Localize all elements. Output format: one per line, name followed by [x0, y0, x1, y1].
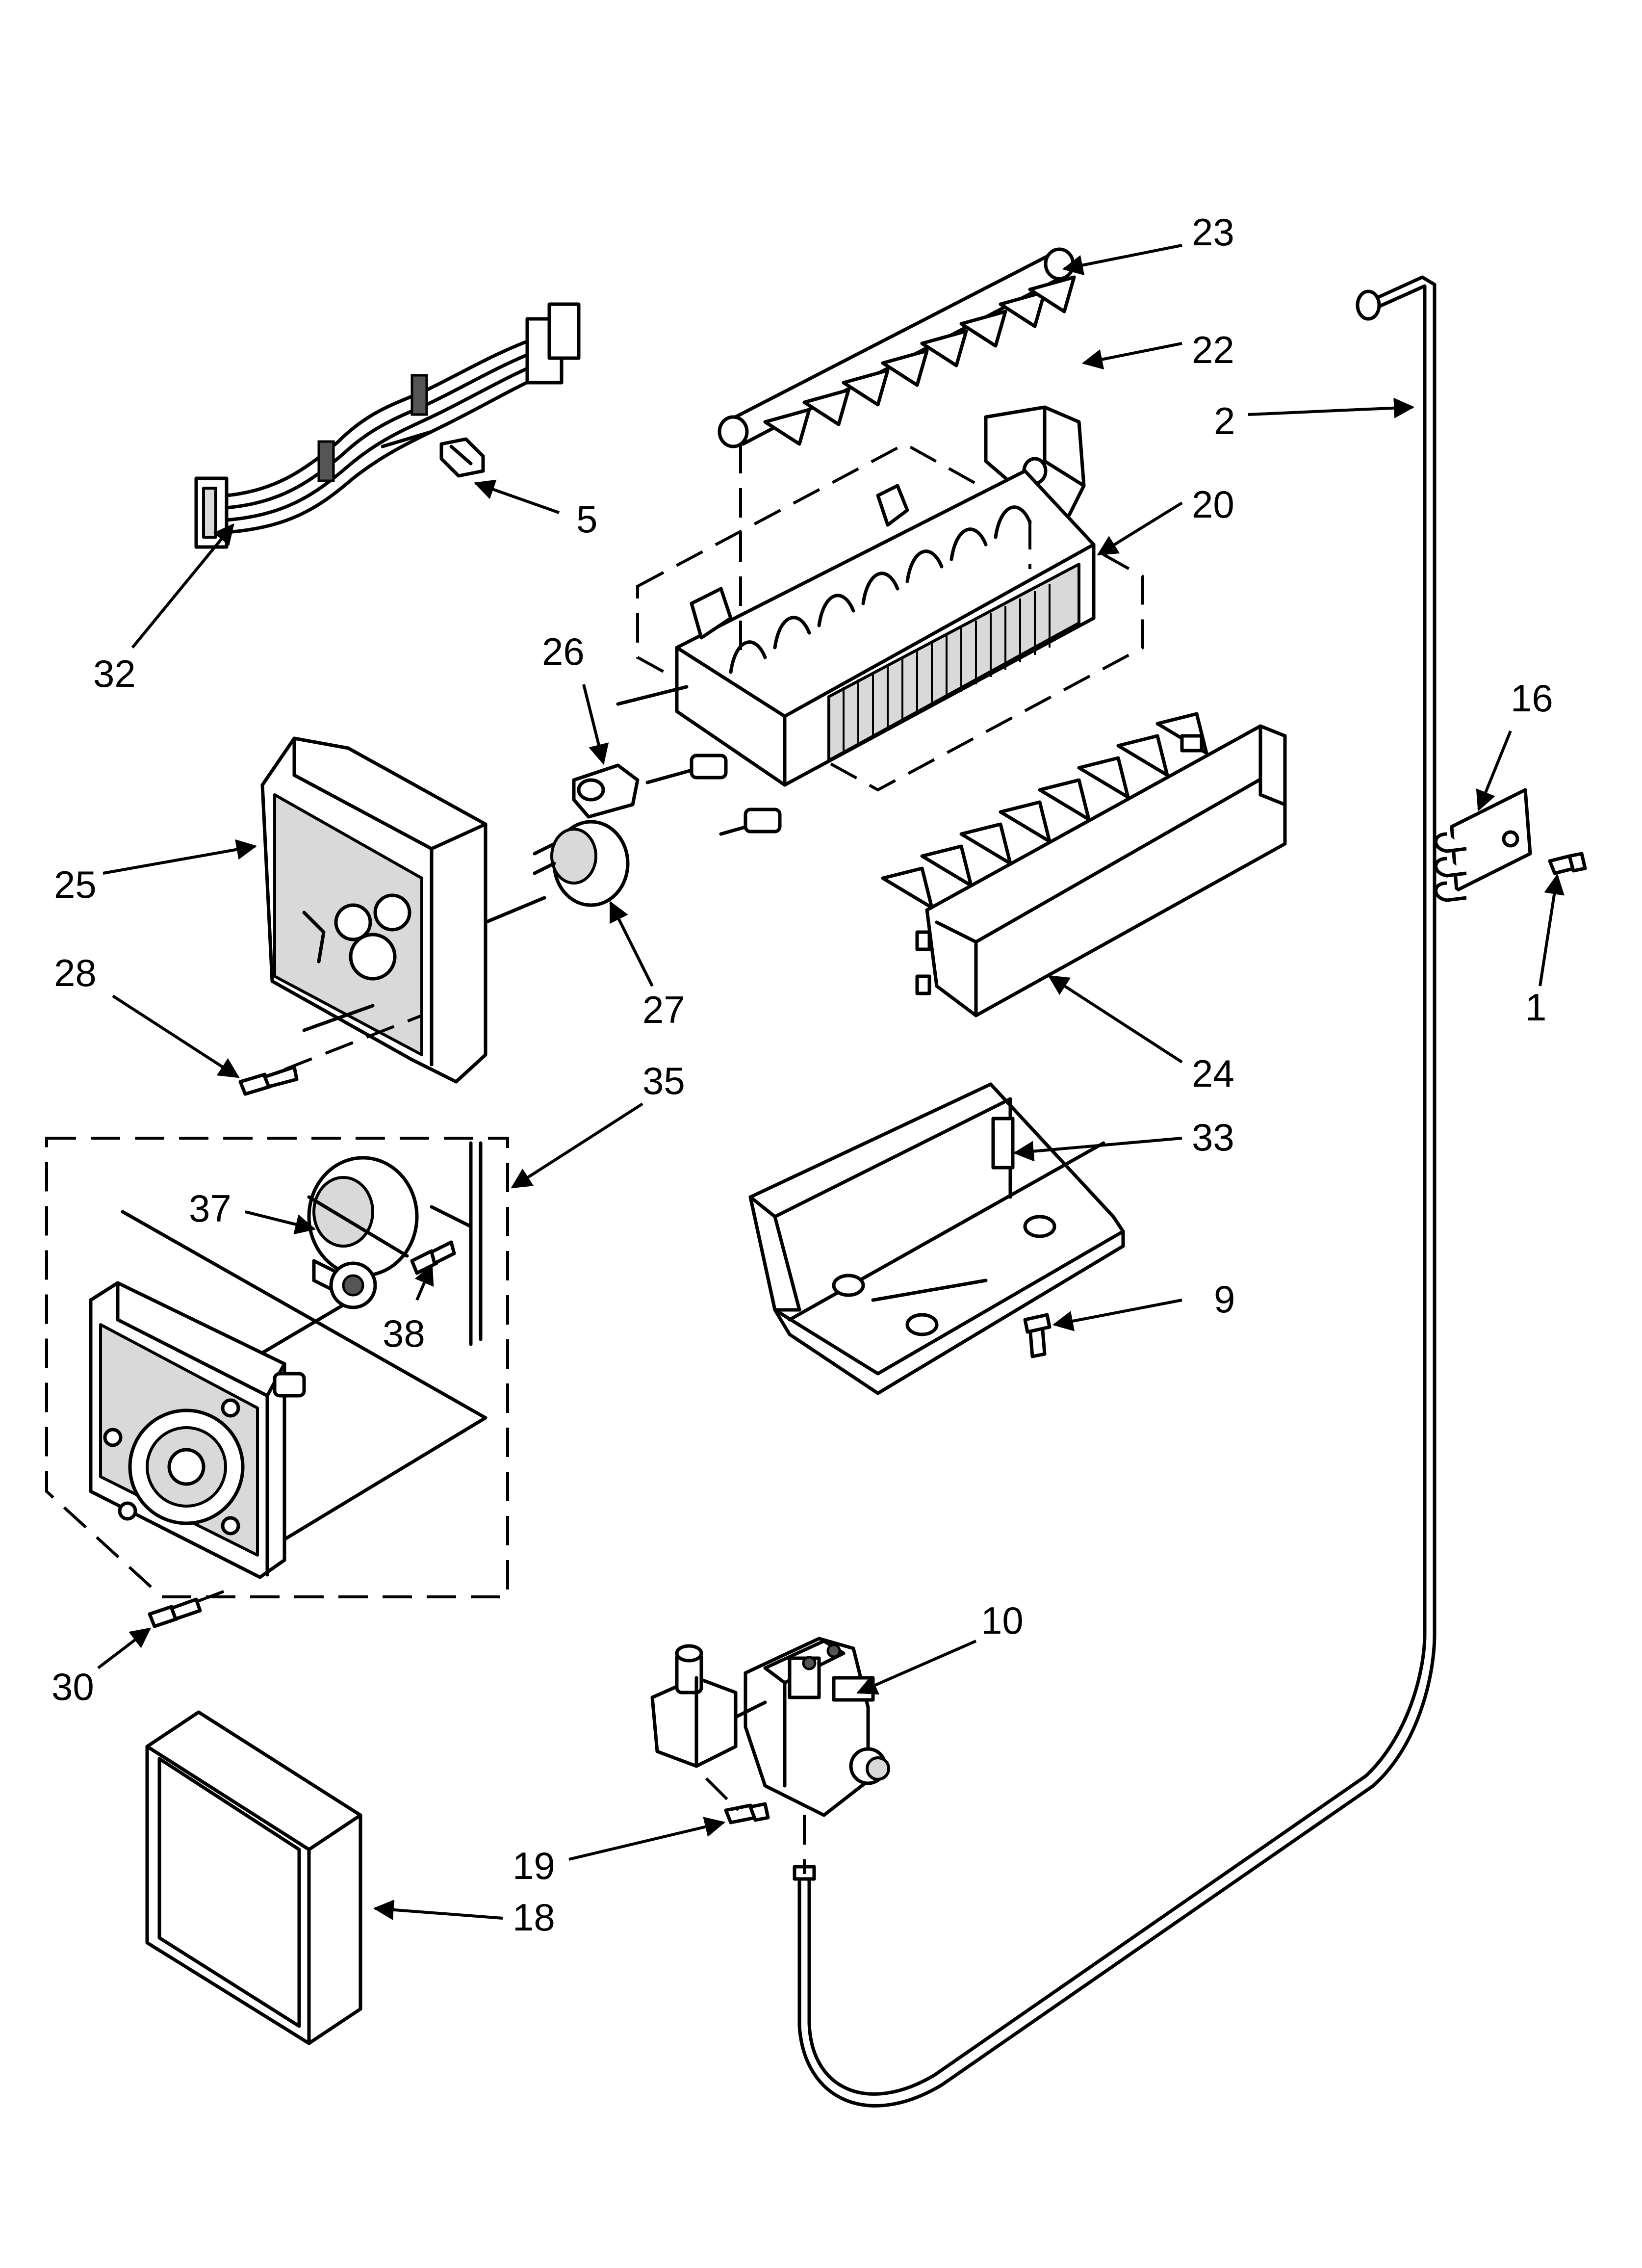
control-housing-part — [260, 736, 546, 1084]
stripper-part — [881, 712, 1287, 1017]
callout-22: 22 — [1192, 328, 1234, 371]
wire-harness-part — [194, 302, 581, 549]
callout-37: 37 — [189, 1187, 231, 1230]
water-valve-part — [650, 1637, 890, 1817]
thermostat-part — [533, 820, 630, 907]
callout-9: 9 — [1214, 1277, 1235, 1321]
callout-23: 23 — [1192, 210, 1234, 254]
module-plate-part — [89, 1281, 306, 1579]
motor-assembly-dashed-box — [45, 1137, 509, 1598]
cover-part — [145, 1710, 362, 2045]
alignment-line — [121, 1210, 487, 1555]
callout-10: 10 — [981, 1599, 1024, 1642]
callout-28: 28 — [54, 951, 97, 994]
alignment-line — [195, 1586, 236, 1603]
callout-16: 16 — [1511, 677, 1553, 720]
screw-30-part — [148, 1597, 202, 1628]
callout-19: 19 — [513, 1844, 555, 1887]
wire-clip-part — [439, 437, 485, 478]
shelf-bracket-part — [748, 1082, 1125, 1395]
motor-part — [307, 1141, 483, 1346]
callout-20: 20 — [1192, 483, 1234, 526]
callout-38: 38 — [383, 1312, 425, 1355]
ice-mold-dashed-outline — [636, 442, 1144, 792]
callout-18: 18 — [513, 1896, 555, 1939]
callout-26: 26 — [542, 630, 585, 673]
screw-1-part — [1548, 852, 1587, 875]
alignment-line — [283, 1014, 423, 1071]
leader-lines — [97, 244, 1565, 1920]
callout-24: 24 — [1192, 1052, 1234, 1095]
callout-27: 27 — [642, 988, 685, 1031]
tube-clamp-part — [1434, 788, 1532, 902]
callout-25: 25 — [54, 863, 97, 906]
screw-38-part — [410, 1240, 456, 1275]
callout-32: 32 — [93, 652, 136, 695]
screw-28-part — [238, 1065, 299, 1096]
callout-2: 2 — [1214, 399, 1235, 443]
callout-35: 35 — [642, 1059, 685, 1102]
callout-30: 30 — [51, 1665, 94, 1708]
alignment-line — [705, 1777, 740, 1812]
callout-1: 1 — [1525, 986, 1546, 1029]
screw-19-part — [724, 1802, 770, 1825]
screw-9-part — [1023, 1313, 1052, 1358]
thermostat-clip-part — [572, 763, 640, 819]
ice-mold-part — [616, 469, 1096, 836]
callout-33: 33 — [1192, 1116, 1234, 1159]
callout-labels: 23 22 2 20 5 32 26 16 25 27 1 28 24 35 3… — [51, 210, 1553, 1939]
callout-5: 5 — [576, 497, 597, 541]
